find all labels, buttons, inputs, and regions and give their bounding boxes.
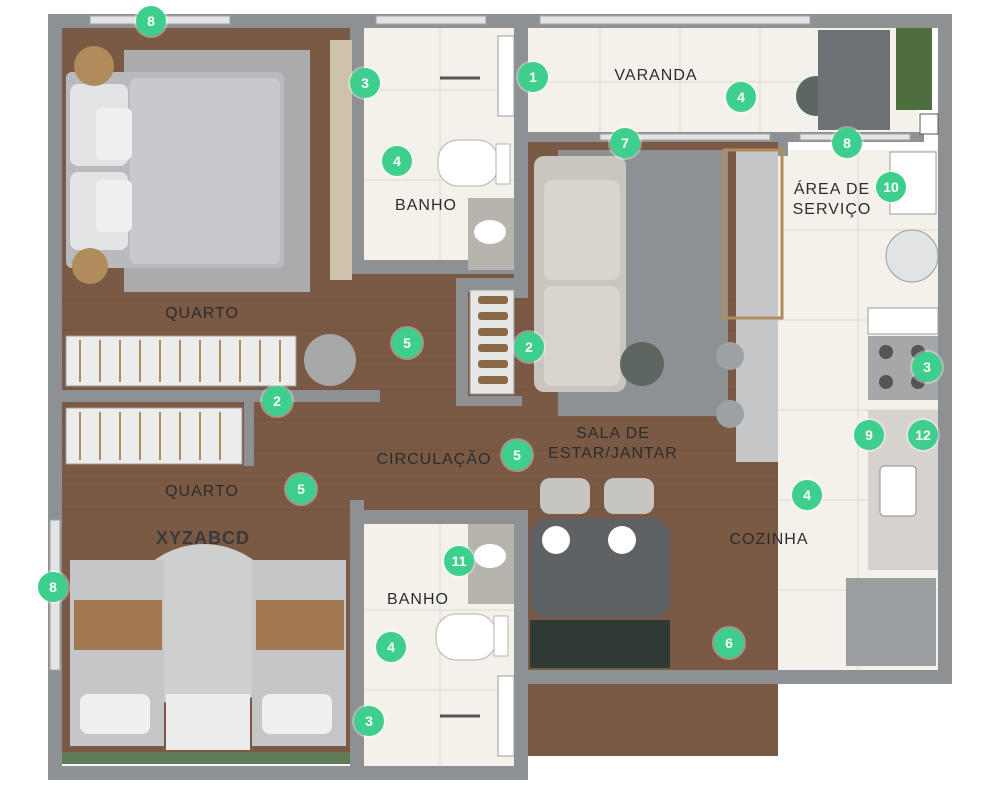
marker-2-shoe-rack[interactable]: 2: [514, 332, 544, 362]
marker-9[interactable]: 9: [854, 420, 884, 450]
marker-4-kitchen[interactable]: 4: [792, 480, 822, 510]
room-label-quarto-kids: QUARTO: [165, 483, 239, 500]
marker-3-stove[interactable]: 3: [912, 352, 942, 382]
wall-bottom-right: [514, 670, 952, 684]
marker-4-varanda[interactable]: 4: [726, 82, 756, 112]
marker-3-bath-bottom[interactable]: 3: [354, 706, 384, 736]
rug-letters: XYZABCD: [155, 528, 250, 548]
room-label-banho-top: BANHO: [395, 197, 457, 214]
marker-4-bath-top[interactable]: 4: [382, 146, 412, 176]
room-label-circulacao: CIRCULAÇÃO: [376, 451, 492, 468]
marker-10[interactable]: 10: [876, 172, 906, 202]
marker-8-top-window[interactable]: 8: [136, 6, 166, 36]
room-label-sala: SALA DE ESTAR/JANTAR: [548, 425, 678, 462]
marker-8-varanda-window[interactable]: 8: [832, 128, 862, 158]
room-label-banho-bottom: BANHO: [387, 591, 449, 608]
wall-bottom-left: [48, 766, 528, 780]
wall-right: [938, 14, 952, 670]
marker-2-wardrobe[interactable]: 2: [262, 386, 292, 416]
room-label-quarto-master: QUARTO: [165, 305, 239, 322]
marker-3-bath-top[interactable]: 3: [350, 68, 380, 98]
room-label-varanda: VARANDA: [614, 67, 698, 84]
marker-4-bath-bottom[interactable]: 4: [376, 632, 406, 662]
marker-5-kids[interactable]: 5: [286, 474, 316, 504]
marker-6[interactable]: 6: [714, 628, 744, 658]
marker-5-master[interactable]: 5: [392, 328, 422, 358]
marker-11[interactable]: 11: [444, 546, 474, 576]
room-label-cozinha: COZINHA: [729, 531, 809, 548]
marker-12[interactable]: 12: [908, 420, 938, 450]
marker-5-circulation[interactable]: 5: [502, 440, 532, 470]
room-label-area-servico: ÁREA DE SERVIÇO: [792, 181, 872, 218]
marker-1[interactable]: 1: [518, 62, 548, 92]
marker-7[interactable]: 7: [610, 128, 640, 158]
marker-8-left-window[interactable]: 8: [38, 572, 68, 602]
